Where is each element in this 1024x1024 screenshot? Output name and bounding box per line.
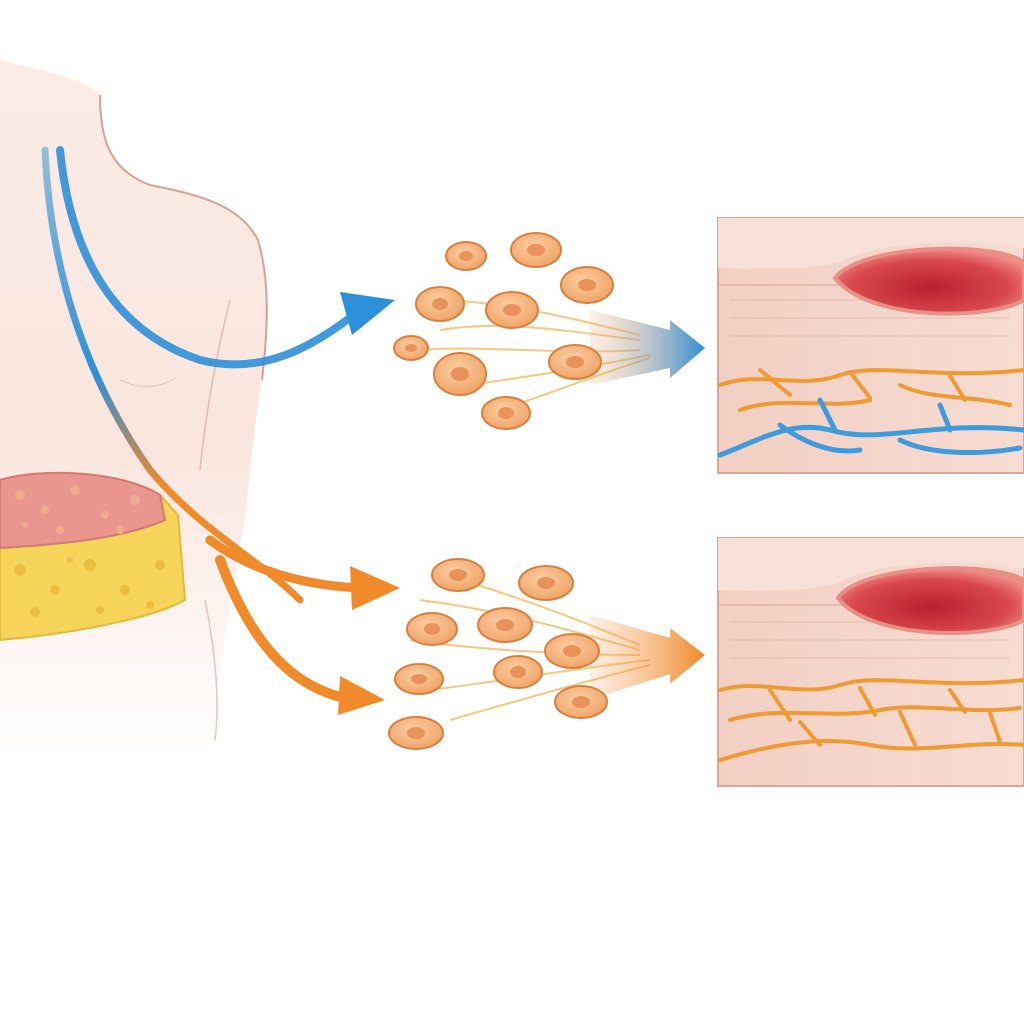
wound-tissue-icon-lower (717, 537, 1024, 787)
wound-tissue-icon-upper (717, 217, 1024, 474)
adipose-tissue-icon (0, 471, 187, 642)
cell (433, 352, 487, 396)
cell (554, 685, 608, 719)
cell (548, 344, 602, 380)
cell (493, 655, 543, 689)
cell (544, 633, 600, 669)
cell (560, 266, 614, 304)
orange-stream-arrow-icon (590, 615, 705, 700)
cell (406, 612, 458, 646)
cell (510, 232, 562, 268)
cell (393, 335, 429, 361)
cell-cluster-icon-lower (388, 558, 705, 750)
cell (485, 291, 539, 329)
human-torso-icon (0, 60, 268, 760)
cell-cluster-icon-upper (393, 232, 705, 430)
orange-arrow-head-icon-lower (338, 676, 385, 715)
orange-arrow-head-icon (350, 566, 400, 610)
cell (445, 241, 487, 271)
cell (477, 607, 533, 643)
blue-arrow-head-icon (340, 292, 395, 335)
cell (431, 558, 485, 592)
cell (394, 663, 444, 695)
cell (518, 565, 574, 601)
blue-stream-arrow-icon (590, 310, 705, 385)
flow-lines (41, 146, 365, 705)
cell (481, 396, 531, 430)
cell (388, 716, 444, 750)
cell (415, 286, 465, 322)
